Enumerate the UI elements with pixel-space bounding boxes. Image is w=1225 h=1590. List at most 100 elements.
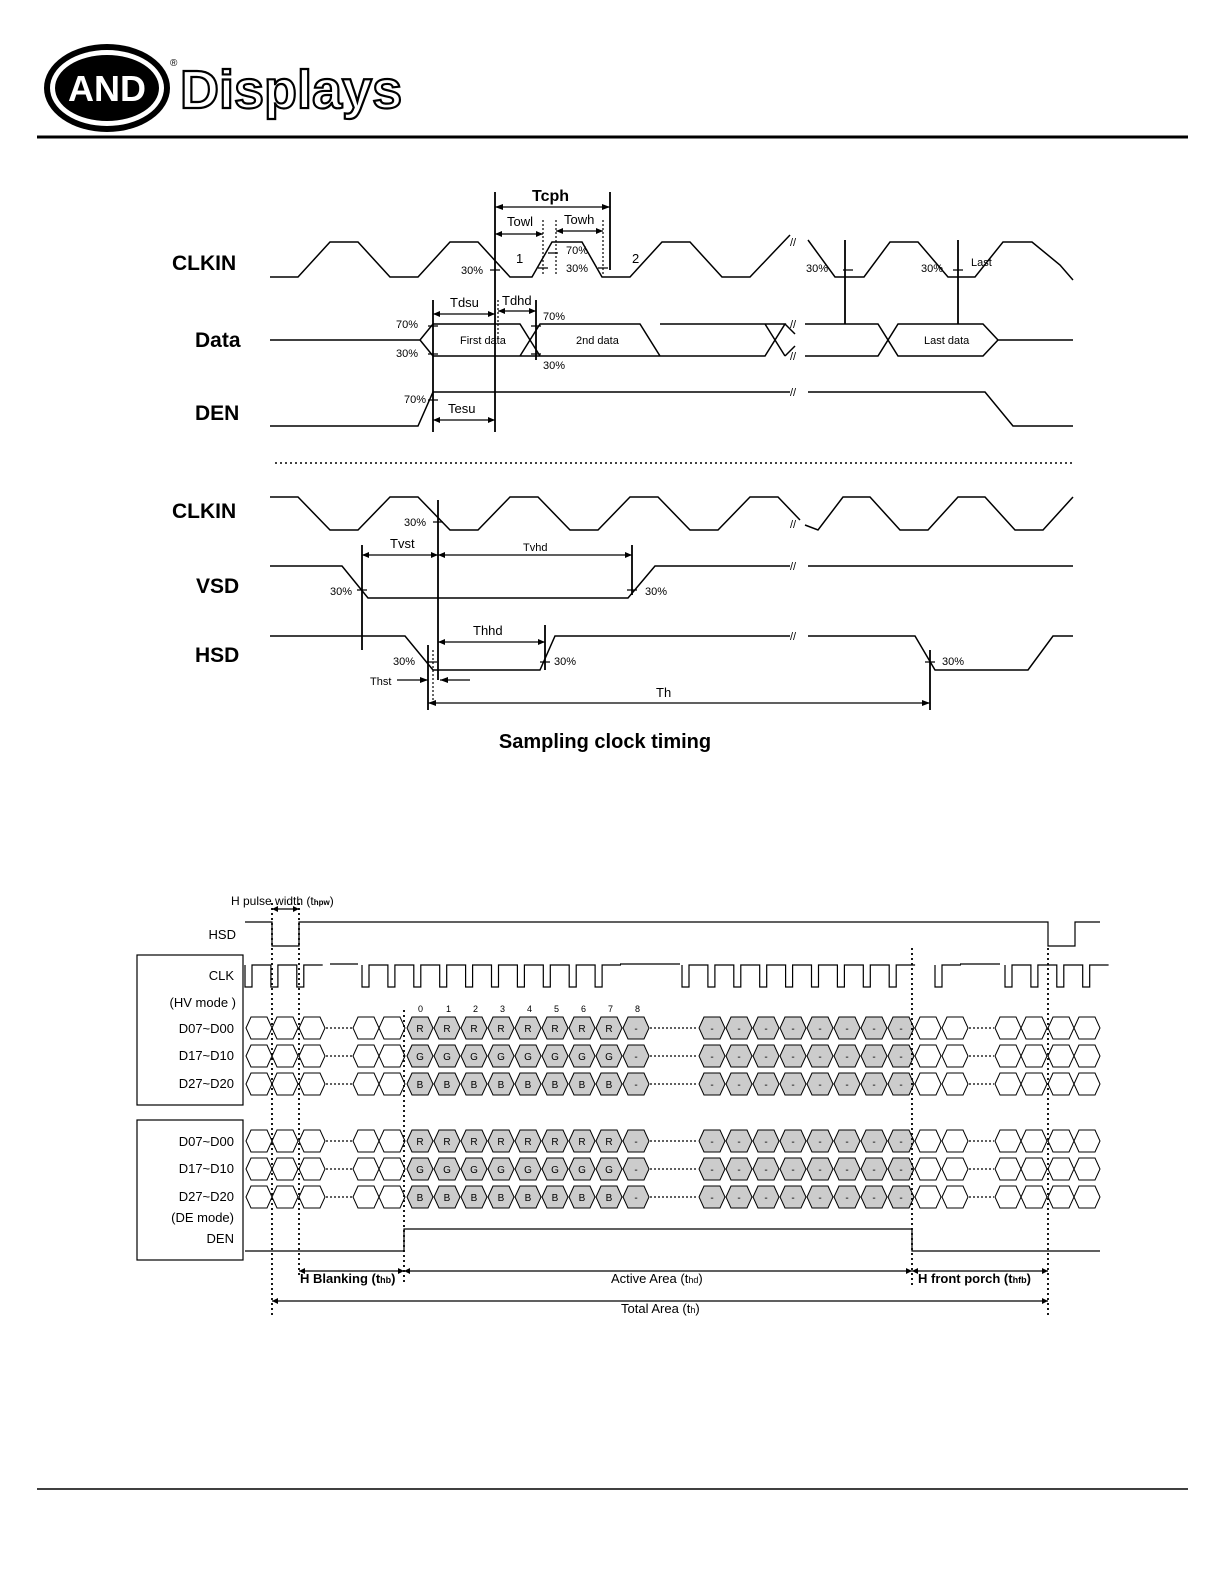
bus-cell-label: - [818, 1052, 821, 1063]
bus-cell-label: B [498, 1080, 505, 1091]
bus-cell [994, 1072, 1022, 1096]
bus-cell [887, 1129, 915, 1153]
break-mark-data-top: // [790, 319, 797, 331]
bus-cell [887, 1185, 915, 1209]
pixel-index-label: 0 [418, 1004, 423, 1014]
bus-cell [914, 1129, 942, 1153]
bus-cell-label: R [551, 1024, 558, 1035]
bus-cell [725, 1129, 753, 1153]
pct-30-clk1-a: 30% [461, 265, 483, 277]
bus-cell [352, 1016, 380, 1040]
bus-cell-label: - [791, 1193, 794, 1204]
bus-cell [622, 1016, 650, 1040]
bus-cell [779, 1072, 807, 1096]
bus-cell [378, 1185, 406, 1209]
signal-label-de-d17-d10: D17~D10 [179, 1161, 234, 1176]
bus-cell [514, 1044, 542, 1068]
pct-70-den: 70% [404, 394, 426, 406]
sampling-clock-timing-diagram: CLKIN Data DEN CLKIN VSD HSD [172, 188, 1074, 753]
bus-cell [568, 1157, 596, 1181]
bus-cell [860, 1129, 888, 1153]
diagram-caption: Sampling clock timing [499, 731, 711, 753]
timing-label-tcph: Tcph [532, 188, 569, 205]
bus-cell-label: - [737, 1080, 740, 1091]
bus-cell [833, 1157, 861, 1181]
bus-cell [378, 1044, 406, 1068]
bus-cell [941, 1129, 969, 1153]
bus-cell [460, 1044, 488, 1068]
bus-cell [1047, 1185, 1075, 1209]
bus-cell [1047, 1072, 1075, 1096]
clkin-1-waveform [270, 234, 791, 278]
bus-cell [298, 1016, 326, 1040]
pixel-index-label: 7 [608, 1004, 613, 1014]
bus-cell [1047, 1129, 1075, 1153]
bus-cell-label: R [551, 1137, 558, 1148]
pct-30-clk1-b: 30% [566, 263, 588, 275]
bus-cell [298, 1185, 326, 1209]
hsd-waveform [270, 635, 1073, 671]
bus-cell [352, 1185, 380, 1209]
signal-label-clkin-2: CLKIN [172, 500, 236, 523]
bus-cell-label: - [791, 1137, 794, 1148]
bus-cell-label: - [737, 1024, 740, 1035]
bus-cell [568, 1072, 596, 1096]
bus-cell [460, 1129, 488, 1153]
signal-label-den-2: DEN [207, 1231, 234, 1246]
bus-cell [568, 1044, 596, 1068]
data-cell-first: First data [460, 335, 507, 347]
bus-cell-label: R [605, 1024, 612, 1035]
signal-label-clk: CLK [209, 968, 235, 983]
bus-cell-label: G [497, 1052, 505, 1063]
bus-cell [271, 1072, 299, 1096]
pixel-index-label: 5 [554, 1004, 559, 1014]
bus-cell-label: G [551, 1052, 559, 1063]
bus-cell [352, 1072, 380, 1096]
signal-label-vsd: VSD [196, 575, 239, 598]
bus-cell [406, 1072, 434, 1096]
bus-cell-label: - [872, 1080, 875, 1091]
bus-cell [541, 1185, 569, 1209]
bus-cell-label: R [524, 1024, 531, 1035]
bus-cell [541, 1016, 569, 1040]
bus-cell-label: G [416, 1165, 424, 1176]
bus-cell [1073, 1044, 1101, 1068]
bus-cell [860, 1016, 888, 1040]
bus-cell-label: B [579, 1193, 586, 1204]
bus-cell-label: - [634, 1080, 637, 1091]
bus-cell-label: - [634, 1137, 637, 1148]
pct-70-clk1: 70% [566, 245, 588, 257]
bus-cell-label: B [606, 1080, 613, 1091]
bus-cell [725, 1016, 753, 1040]
bus-cell [271, 1016, 299, 1040]
bus-cell [595, 1185, 623, 1209]
bus-cell-label: - [818, 1193, 821, 1204]
h-pulse-width-label: H pulse width (thpw) [231, 894, 334, 908]
bus-cell [352, 1157, 380, 1181]
signal-label-hv-d07-d00: D07~D00 [179, 1021, 234, 1036]
clk-mark-2: 2 [632, 251, 639, 266]
horizontal-input-timing-diagram: H pulse width (thpw) HSD CLK (HV mode ) … [136, 894, 1109, 1316]
signal-label-den: DEN [195, 402, 239, 425]
data-cell-last: Last data [924, 335, 970, 347]
bus-cell-label: - [845, 1193, 848, 1204]
bus-cell [994, 1157, 1022, 1181]
bus-cell [860, 1072, 888, 1096]
bus-cell [541, 1129, 569, 1153]
bus-cell [941, 1044, 969, 1068]
bus-cell-label: - [845, 1052, 848, 1063]
pct-30-hsd-a: 30% [393, 656, 415, 668]
bus-cell [352, 1129, 380, 1153]
bus-cell-label: - [845, 1024, 848, 1035]
pct-70-data-b: 70% [543, 311, 565, 323]
signal-label-de-mode: (DE mode) [171, 1210, 234, 1225]
data-cell-second: 2nd data [576, 335, 620, 347]
timing-label-tvst: Tvst [390, 536, 415, 551]
bus-cell-label: B [444, 1080, 451, 1091]
bus-cell-label: B [471, 1080, 478, 1091]
pct-70-data-a: 70% [396, 319, 418, 331]
bus-cell-label: G [524, 1165, 532, 1176]
timing-label-towl: Towl [507, 214, 533, 229]
